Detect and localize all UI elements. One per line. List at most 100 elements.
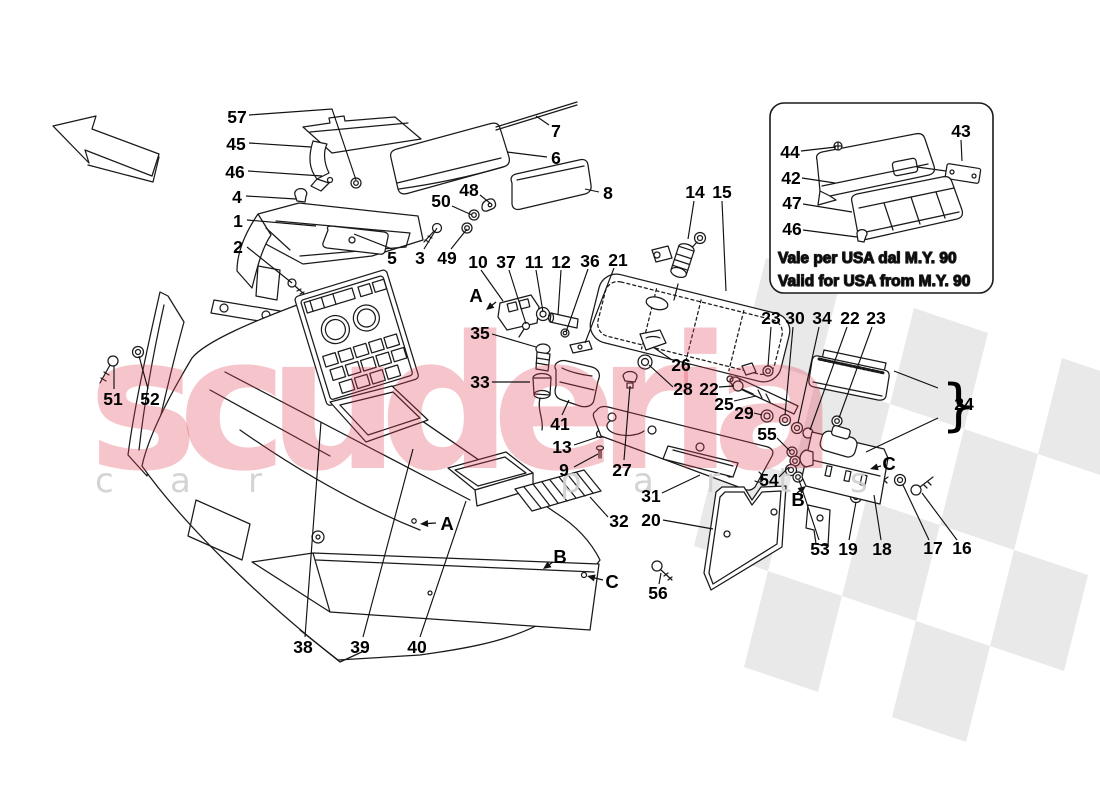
armrest-lid-15 bbox=[589, 273, 791, 383]
leader-line bbox=[658, 572, 662, 585]
leader-line bbox=[838, 326, 873, 419]
part-number-label: 55 bbox=[757, 424, 777, 444]
part-number-label: 18 bbox=[872, 539, 892, 559]
leader-line bbox=[451, 205, 473, 216]
leader-line bbox=[565, 268, 589, 333]
leader-line bbox=[535, 115, 550, 126]
part-number-label: 36 bbox=[580, 251, 600, 271]
leader-line bbox=[246, 246, 293, 284]
clip-21 bbox=[569, 340, 593, 354]
nut-57 bbox=[350, 177, 362, 189]
part-number-label: 13 bbox=[552, 437, 572, 457]
section-arrowhead bbox=[797, 486, 806, 494]
pin-9 bbox=[595, 445, 605, 459]
lighter-element-35 bbox=[535, 343, 551, 372]
part-number-label: B bbox=[553, 546, 566, 567]
leader-line bbox=[902, 484, 930, 541]
part-number-label: 41 bbox=[550, 414, 570, 434]
leader-line bbox=[648, 364, 674, 388]
key-lock-14 bbox=[651, 231, 707, 301]
part-number-label: 1 bbox=[233, 211, 243, 231]
brace-24: } bbox=[941, 373, 977, 438]
watermark-letter: r bbox=[248, 461, 262, 501]
ring-28 bbox=[637, 354, 653, 370]
watermark-letter: s bbox=[850, 461, 868, 501]
leader-line bbox=[573, 436, 599, 446]
part-number-label: 14 bbox=[685, 182, 705, 202]
leader-line bbox=[419, 500, 467, 638]
part-number-label: 27 bbox=[612, 460, 631, 480]
part-number-label: 25 bbox=[714, 394, 734, 414]
pillar-trim-panel bbox=[127, 291, 185, 477]
part-number-label: 17 bbox=[923, 538, 942, 558]
direction-arrow-icon bbox=[52, 115, 160, 183]
mat-panel-8 bbox=[510, 158, 592, 211]
leader-line bbox=[865, 417, 939, 453]
inset-note-line1: Vale per USA dal M.Y. 90 bbox=[778, 250, 957, 267]
knob-4 bbox=[294, 187, 308, 203]
part-number-label: 22 bbox=[840, 308, 860, 328]
part-number-label: 56 bbox=[648, 583, 668, 603]
part-number-label: A bbox=[469, 285, 482, 306]
part-number-label: 3 bbox=[415, 248, 425, 268]
leader-line bbox=[873, 494, 882, 541]
part-number-label: 4 bbox=[232, 187, 242, 207]
leader-line bbox=[776, 437, 791, 452]
inset-pin-46 bbox=[856, 229, 868, 243]
leader-line bbox=[506, 151, 548, 158]
part-number-label: 53 bbox=[810, 539, 830, 559]
leader-line bbox=[721, 200, 727, 292]
leader-line bbox=[557, 269, 562, 316]
part-number-label: 49 bbox=[437, 248, 457, 268]
part-number-label: 5 bbox=[387, 248, 397, 268]
leader-line bbox=[801, 177, 836, 184]
part-number-label: 46 bbox=[782, 219, 802, 239]
glovebox-lid-5 bbox=[322, 225, 389, 255]
leader-line bbox=[662, 519, 714, 530]
part-number-label: 51 bbox=[103, 389, 123, 409]
leader-line bbox=[767, 326, 772, 367]
part-number-label: 31 bbox=[641, 486, 661, 506]
screw-3 bbox=[423, 222, 443, 243]
part-number-label: 8 bbox=[603, 183, 613, 203]
leader-line bbox=[733, 395, 757, 402]
screw-37 bbox=[518, 321, 531, 338]
part-number-label: 7 bbox=[551, 121, 561, 141]
section-arrowhead bbox=[420, 520, 429, 527]
part-number-label: 39 bbox=[350, 637, 370, 657]
part-number-label: 38 bbox=[293, 637, 313, 657]
leader-line bbox=[248, 142, 312, 148]
usa-note-inset: Vale per USA dal M.Y. 90 Valid for USA f… bbox=[769, 102, 994, 294]
part-number-label: B bbox=[791, 489, 804, 510]
part-number-label: 9 bbox=[559, 460, 569, 480]
tunnel-side-wall bbox=[251, 552, 600, 631]
part-number-label: 46 bbox=[225, 162, 245, 182]
clip-48 bbox=[481, 198, 497, 212]
part-number-label: 28 bbox=[673, 379, 693, 399]
part-number-label: 34 bbox=[812, 308, 832, 328]
part-number-label: 32 bbox=[609, 511, 629, 531]
section-arrowhead bbox=[543, 561, 552, 569]
part-number-label: 52 bbox=[140, 389, 160, 409]
part-number-label: 42 bbox=[781, 168, 801, 188]
part-number-label: 26 bbox=[671, 355, 691, 375]
leader-line bbox=[800, 146, 837, 152]
part-number-label: 54 bbox=[759, 470, 779, 490]
leader-line bbox=[893, 370, 939, 389]
leader-line bbox=[778, 466, 790, 478]
watermark-letter: r bbox=[706, 461, 720, 501]
part-number-label: 11 bbox=[525, 252, 544, 272]
washer-49 bbox=[461, 222, 473, 234]
tube-12 bbox=[547, 312, 579, 329]
part-number-label: 35 bbox=[470, 323, 490, 343]
switch-panel bbox=[294, 269, 419, 406]
part-number-label: 30 bbox=[785, 308, 805, 328]
part-number-label: 48 bbox=[459, 180, 479, 200]
watermark-letter: c bbox=[95, 461, 114, 501]
mounting-plate-31 bbox=[592, 405, 774, 491]
leader-line bbox=[584, 188, 600, 193]
part-number-label: 20 bbox=[641, 510, 661, 530]
ashtray-grille-32 bbox=[514, 469, 602, 512]
part-number-label: 10 bbox=[468, 252, 488, 272]
